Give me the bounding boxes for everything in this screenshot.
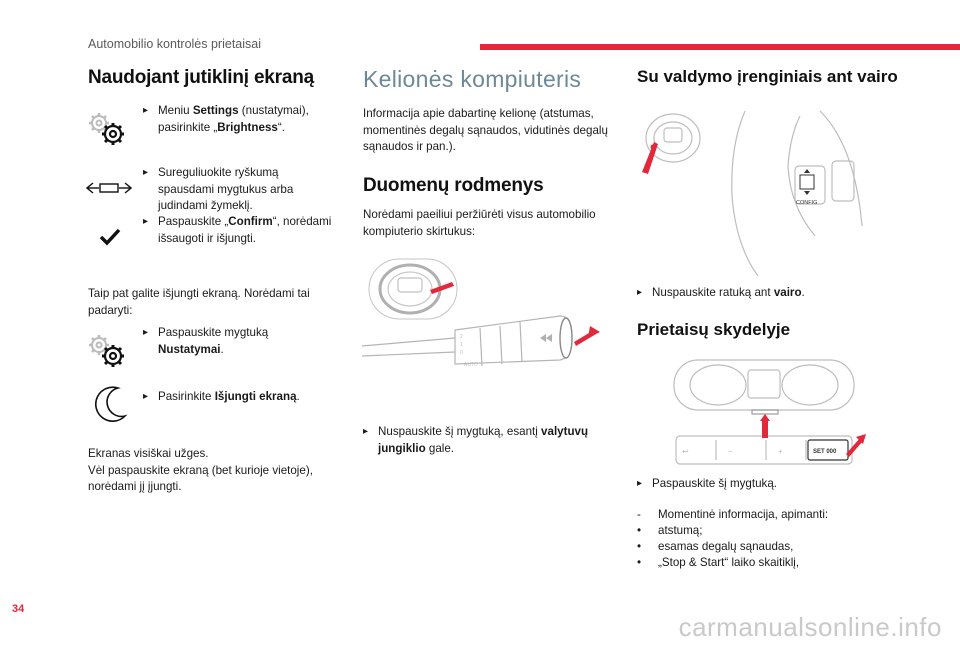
col1-heading: Naudojant jutiklinį ekraną: [88, 67, 315, 88]
instrument-panel-icon: SET 000 ↩ − +: [673, 359, 866, 465]
bullet-confirm: ▸ Paspauskite „Confirm“, norėdami išsaug…: [143, 215, 332, 245]
moon-icon: [95, 386, 128, 422]
page-number: 34: [12, 603, 25, 615]
bullet-turn-off-screen: ▸ Pasirinkite Išjungti ekraną.: [143, 390, 300, 403]
gear-icon: [89, 113, 124, 145]
steering-wheel-icon: [368, 258, 458, 320]
svg-text:0: 0: [460, 350, 463, 356]
bullet-press-settings: ▸ Paspauskite mygtuką Nustatymai.: [143, 326, 269, 356]
svg-text:−: −: [728, 447, 733, 456]
bullet-press-steering-wheel-dial: ▸ Nuspauskite ratuką ant vairo.: [637, 286, 805, 299]
svg-text:AUTO: AUTO: [464, 362, 478, 368]
gear-icon: [89, 335, 124, 367]
bullet-mark: ▸: [143, 105, 149, 116]
bullet-press-this-button: ▸ Paspauskite šį mygtuką.: [637, 477, 778, 490]
col3-heading-instrument-panel: Prietaisų skydelyje: [637, 320, 791, 339]
col1-paragraph-screen-off: Ekranas visiškai užges. Vėl paspauskite …: [88, 447, 313, 493]
checkmark-icon: [99, 228, 121, 246]
set-label: SET 000: [813, 449, 837, 455]
header-title: Automobilio kontrolės prietaisai: [88, 37, 262, 51]
svg-text:2: 2: [460, 334, 463, 340]
svg-text:1: 1: [460, 342, 463, 348]
slider-arrows-icon: [86, 182, 132, 194]
config-label: CONFIG: [796, 200, 817, 206]
col2-intro: Informacija apie dabartinę kelionę (atst…: [363, 107, 608, 153]
col2-subheading: Duomenų rodmenys: [363, 175, 544, 196]
bullet-press-wiper-button: ▸ Nuspauskite šį mygtuką, esantį valytuv…: [363, 425, 589, 455]
svg-text:+: +: [778, 447, 783, 456]
col2-heading: Kelionės kompiuteris: [363, 66, 582, 92]
col2-paragraph: Norėdami paeiliui peržiūrėti visus autom…: [363, 208, 596, 238]
header-accent-bar: [480, 44, 960, 50]
steering-wheel-icon: CONFIG: [642, 110, 863, 277]
bullet-settings-brightness: ▸ Meniu Settings (nustatymai), pasirinki…: [143, 104, 309, 134]
bullet-adjust-brightness: ▸ Sureguliuokite ryškumą spausdami mygtu…: [143, 166, 294, 212]
col1-paragraph-turn-off: Taip pat galite išjungti ekraną. Norėdam…: [88, 287, 310, 317]
col3-heading-steering: Su valdymo įrenginiais ant vairo: [637, 67, 898, 86]
svg-text:↩: ↩: [682, 447, 689, 456]
wiper-stalk-icon: 2 1 0 AUTO: [361, 315, 600, 368]
watermark: carmanualsonline.info: [678, 612, 942, 642]
